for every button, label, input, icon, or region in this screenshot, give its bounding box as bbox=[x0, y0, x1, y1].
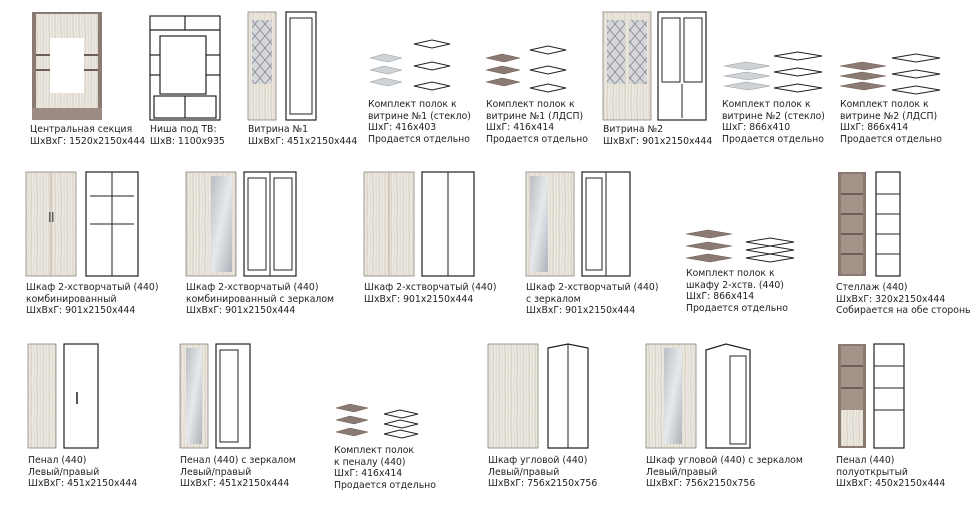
penal-icon bbox=[27, 343, 99, 449]
caption-wardrobe-mirror: Шкаф 2-хстворчатый (440)с зеркалом ШхВхГ… bbox=[526, 282, 659, 317]
wardrobe-combined-mirror-icon bbox=[185, 171, 297, 277]
penal-shelves-icon bbox=[335, 403, 419, 439]
central-section-icon bbox=[32, 12, 102, 120]
wardrobe-icon bbox=[363, 171, 475, 277]
glass-shelves-icon bbox=[723, 51, 823, 93]
corner-wardrobe-icon bbox=[487, 343, 589, 449]
wardrobe-combined-icon bbox=[25, 171, 139, 277]
rack-icon bbox=[838, 171, 901, 277]
wardrobe-shelves-icon bbox=[685, 229, 795, 263]
penal-half-open-icon bbox=[838, 343, 905, 449]
tv-niche-icon bbox=[149, 15, 221, 121]
caption-wardrobe-combined: Шкаф 2-хстворчатый (440)комбинированный … bbox=[26, 282, 159, 317]
ldsp-shelves-icon bbox=[485, 45, 567, 93]
vitrina-1-icon bbox=[247, 11, 317, 121]
ldsp-shelves-icon bbox=[839, 53, 941, 95]
glass-shelves-icon bbox=[369, 39, 451, 91]
caption-penal: Пенал (440)Левый/правый ШхВхГ: 451х2150х… bbox=[28, 455, 138, 490]
caption-wardrobe: Шкаф 2-хстворчатый (440)ШхВхГ: 901х2150х… bbox=[364, 282, 497, 305]
caption-rack: Стеллаж (440)ШхВхГ: 320х2150х444 Собирае… bbox=[836, 282, 970, 317]
corner-wardrobe-mirror-icon bbox=[645, 343, 751, 449]
vitrina-2-icon bbox=[602, 11, 707, 121]
wardrobe-mirror-icon bbox=[525, 171, 631, 277]
caption-tv-niche: Ниша под ТВ:ШхВ: 1100х935 bbox=[150, 124, 225, 147]
caption-wardrobe-combined-mirror: Шкаф 2-хстворчатый (440)комбинированный … bbox=[186, 282, 335, 317]
penal-mirror-icon bbox=[179, 343, 251, 449]
caption-corner-wardrobe: Шкаф угловой (440)Левый/правый ШхВхГ: 75… bbox=[488, 455, 598, 490]
caption-penal-half-open: Пенал (440)полуоткрытый ШхВхГ: 450х2150х… bbox=[836, 455, 946, 490]
